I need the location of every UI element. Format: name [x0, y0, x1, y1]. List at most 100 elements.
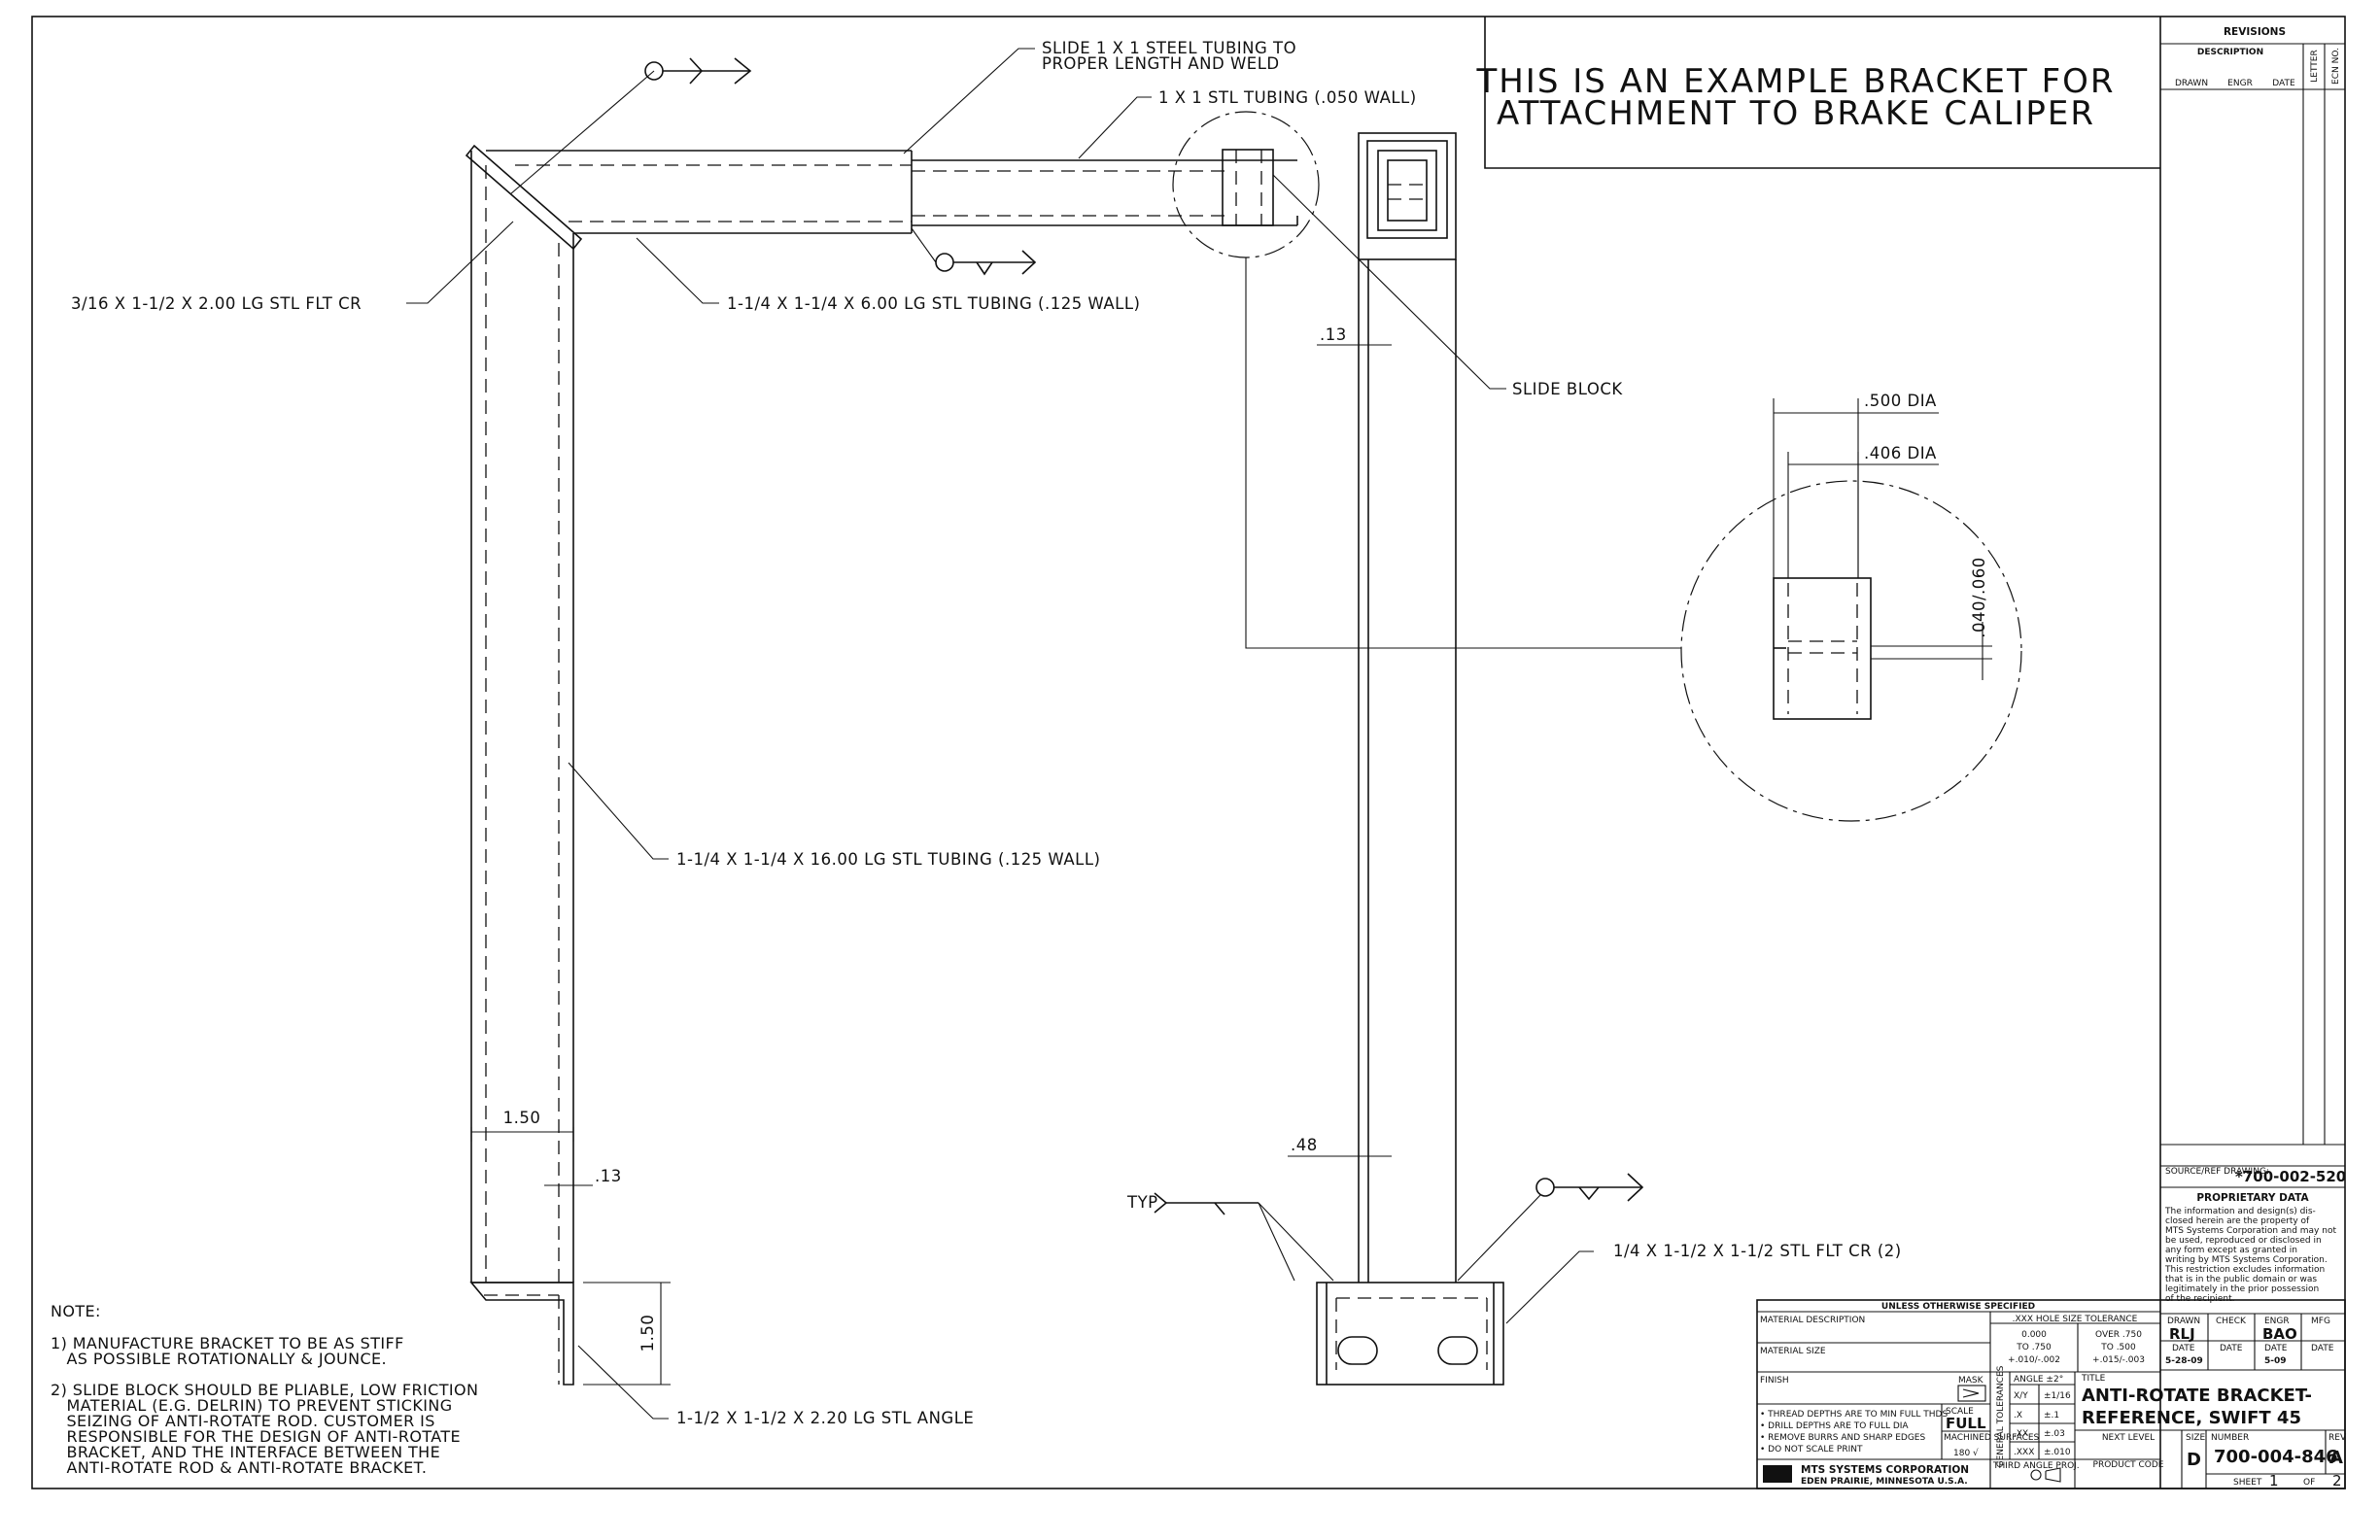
- xx-tol-a: .XX: [2014, 1429, 2028, 1439]
- prop-line-10: of the recipient.: [2165, 1294, 2235, 1304]
- header-note: THIS IS AN EXAMPLE BRACKET FOR ATTACHMEN…: [1475, 17, 2160, 169]
- label-angle: 1-1/2 X 1-1/2 X 2.20 LG STL ANGLE: [676, 1409, 974, 1427]
- sheet-label: SHEET: [2233, 1478, 2262, 1488]
- machined-surfaces: MACHINED SURFACES: [1944, 1433, 2040, 1443]
- dim-500-dia: .500 DIA: [1864, 392, 1937, 410]
- note-line-8: ANTI-ROTATE ROD & ANTI-ROTATE BRACKET.: [51, 1458, 427, 1477]
- engr: BAO: [2262, 1325, 2297, 1343]
- revisions-letter: LETTER: [2310, 50, 2320, 82]
- size-label: SIZE: [2186, 1433, 2206, 1443]
- surface-value: 180 √: [1953, 1448, 1979, 1458]
- note-line-4: MATERIAL (E.G. DELRIN) TO PREVENT STICKI…: [51, 1396, 453, 1415]
- prop-line-7: This restriction excludes information: [2164, 1265, 2325, 1275]
- sheet-border: [31, 16, 2346, 1489]
- company-location: EDEN PRAIRIE, MINNESOTA U.S.A.: [1801, 1477, 1968, 1487]
- revisions-description: DESCRIPTION: [2197, 48, 2263, 57]
- note-line-3: 2) SLIDE BLOCK SHOULD BE PLIABLE, LOW FR…: [51, 1381, 478, 1399]
- dim-406-dia: .406 DIA: [1864, 444, 1937, 462]
- label-tubing-16: 1-1/4 X 1-1/4 X 16.00 LG STL TUBING (.12…: [676, 850, 1100, 869]
- title-label: TITLE: [2081, 1374, 2106, 1384]
- check-date-label: DATE: [2220, 1344, 2243, 1353]
- prop-line-5: any form except as granted in: [2165, 1246, 2297, 1255]
- revisions-engr: ENGR: [2227, 79, 2253, 88]
- rev-label: REV: [2328, 1433, 2347, 1443]
- material-description: MATERIAL DESCRIPTION: [1760, 1316, 1865, 1325]
- label-flat-cr: 3/16 X 1-1/2 X 2.00 LG STL FLT CR: [71, 294, 362, 313]
- prop-line-9: legitimately in the prior possession: [2165, 1284, 2319, 1294]
- dim-048: .48: [1291, 1136, 1318, 1154]
- prop-line-8: that is in the public domain or was: [2165, 1275, 2317, 1284]
- notes-title: NOTE:: [51, 1302, 101, 1320]
- hole-tol-title: .XXX HOLE SIZE TOLERANCE: [2013, 1315, 2138, 1324]
- drawn-date-label: DATE: [2172, 1344, 2195, 1353]
- hole-tol-1b: TO .750: [2016, 1343, 2052, 1352]
- note-line-6: RESPONSIBLE FOR THE DESIGN OF ANTI-ROTAT…: [51, 1427, 461, 1446]
- xxx-tol-b: ±.010: [2044, 1448, 2071, 1457]
- notes-block: NOTE: 1) MANUFACTURE BRACKET TO BE AS ST…: [51, 1302, 478, 1477]
- hole-tol-1a: 0.000: [2021, 1330, 2047, 1340]
- proprietary-title: PROPRIETARY DATA: [2196, 1192, 2309, 1204]
- callouts: SLIDE 1 X 1 STEEL TUBING TO PROPER LENGT…: [71, 39, 1902, 1427]
- next-level: NEXT LEVEL: [2102, 1433, 2155, 1443]
- x-tol-b: ±.1: [2044, 1411, 2059, 1420]
- xx-tol-b: ±.03: [2044, 1429, 2065, 1439]
- frac-tol-b: ±1/16: [2044, 1391, 2071, 1401]
- revisions-title: REVISIONS: [2224, 26, 2286, 38]
- thread-note-1: • THREAD DEPTHS ARE TO MIN FULL THDS: [1760, 1410, 1948, 1420]
- material-size: MATERIAL SIZE: [1760, 1347, 1826, 1356]
- sheet: 1: [2269, 1472, 2279, 1489]
- product-code: PRODUCT CODE: [2093, 1460, 2164, 1470]
- note-line-7: BRACKET, AND THE INTERFACE BETWEEN THE: [51, 1443, 440, 1461]
- xxx-tol-a: .XXX: [2014, 1448, 2034, 1457]
- drawn-date: 5-28-09: [2165, 1356, 2203, 1366]
- engr-date-label: DATE: [2264, 1344, 2288, 1353]
- company: MTS SYSTEMS CORPORATION: [1801, 1464, 1969, 1476]
- dim-150-horizontal: 1.50: [503, 1109, 541, 1127]
- label-tubing-6: 1-1/4 X 1-1/4 X 6.00 LG STL TUBING (.125…: [727, 294, 1140, 313]
- title-line-1: ANTI-ROTATE BRACKET-: [2082, 1386, 2312, 1406]
- number: 700-004-846: [2214, 1447, 2338, 1467]
- mfg-label: MFG: [2311, 1317, 2330, 1326]
- bracket-main-view: 1.50 .13 1.50: [465, 57, 1320, 1386]
- dim-150-vertical: 1.50: [638, 1315, 657, 1352]
- of-label: OF: [2303, 1478, 2315, 1488]
- bracket-side-view: .13 .48 TYP: [1126, 132, 1644, 1386]
- label-slide-tubing-1: SLIDE 1 X 1 STEEL TUBING TO: [1042, 39, 1296, 57]
- label-slide-tubing-2: PROPER LENGTH AND WELD: [1042, 54, 1280, 73]
- source-ref: *700-002-520: [2235, 1168, 2346, 1185]
- revisions-drawn: DRAWN: [2175, 79, 2208, 88]
- title-line-2: REFERENCE, SWIFT 45: [2082, 1408, 2301, 1428]
- check-label: CHECK: [2216, 1317, 2247, 1326]
- number-label: NUMBER: [2211, 1433, 2249, 1443]
- thread-note-2: • DRILL DEPTHS ARE TO FULL DIA: [1760, 1421, 1909, 1431]
- engr-date: 5-09: [2264, 1356, 2287, 1366]
- third-angle: THIRD ANGLE PROJ.: [1992, 1461, 2080, 1471]
- label-tubing-050: 1 X 1 STL TUBING (.050 WALL): [1158, 88, 1417, 107]
- dim-040-060: .040/.060: [1970, 557, 1988, 638]
- note-line-2: AS POSSIBLE ROTATIONALLY & JOUNCE.: [51, 1350, 387, 1368]
- prop-line-3: MTS Systems Corporation and may not: [2165, 1226, 2336, 1236]
- size: D: [2187, 1450, 2201, 1470]
- typ-label: TYP: [1126, 1193, 1158, 1212]
- note-line-1: 1) MANUFACTURE BRACKET TO BE AS STIFF: [51, 1334, 404, 1352]
- title-block: SOURCE/REF DRAWING: *700-002-520 PROPRIE…: [1756, 1165, 2347, 1489]
- drawn-label: DRAWN: [2167, 1317, 2200, 1326]
- header-note-line-1: THIS IS AN EXAMPLE BRACKET FOR: [1475, 62, 2115, 101]
- header-note-line-2: ATTACHMENT TO BRAKE CALIPER: [1497, 94, 2095, 133]
- revisions-ecn: ECN NO.: [2331, 48, 2341, 85]
- thread-note-4: • DO NOT SCALE PRINT: [1760, 1445, 1863, 1454]
- label-flat-cr-2: 1/4 X 1-1/2 X 1-1/2 STL FLT CR (2): [1613, 1242, 1902, 1260]
- hole-tol-2c: +.015/-.003: [2092, 1355, 2145, 1365]
- x-tol-a: .X: [2014, 1411, 2022, 1420]
- prop-line-2: closed herein are the property of: [2165, 1216, 2310, 1226]
- prop-line-4: be used, reproduced or disclosed in: [2165, 1236, 2322, 1246]
- engr-label: ENGR: [2264, 1317, 2290, 1326]
- hole-tol-1c: +.010/-.002: [2008, 1355, 2060, 1365]
- frac-tol-a: X/Y: [2014, 1391, 2028, 1401]
- scale: FULL: [1946, 1415, 1986, 1432]
- scale-label: SCALE: [1946, 1407, 1974, 1417]
- mfg-date-label: DATE: [2311, 1344, 2334, 1353]
- thread-note-3: • REMOVE BURRS AND SHARP EDGES: [1760, 1433, 1925, 1443]
- prop-line-1: The information and design(s) dis-: [2164, 1207, 2316, 1216]
